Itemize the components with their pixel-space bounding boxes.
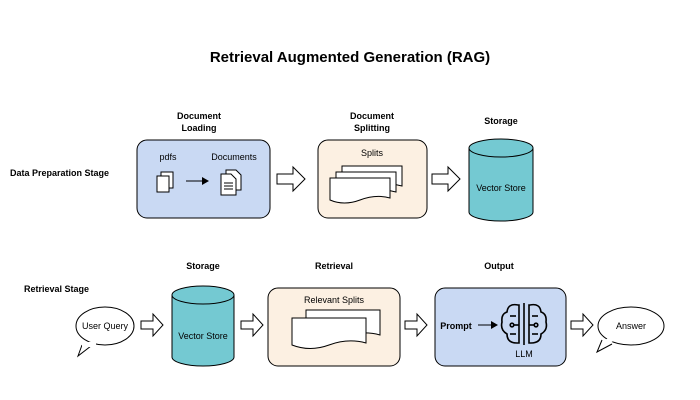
documents-icon [220,169,242,196]
output-box: Prompt LLM [434,287,567,367]
heading-storage-bottom: Storage [186,261,220,271]
heading-doc-splitting-1: Document [350,111,394,121]
document-splitting-box: Splits [317,139,428,219]
relevant-splits-label: Relevant Splits [304,295,365,305]
flow-arrow-output-to-answer [570,312,594,338]
flow-arrow-load-to-split [276,165,306,193]
splits-pages-icon [329,165,403,204]
stage-label-retrieval: Retrieval Stage [24,284,89,294]
diagram-title: Retrieval Augmented Generation (RAG) [210,49,490,66]
flow-arrow-split-to-store [431,165,461,193]
heading-doc-loading-2: Loading [182,123,217,133]
stage-label-prep: Data Preparation Stage [10,168,109,178]
vector-store-cylinder-top: Vector Store [468,138,534,222]
pdf-pages-icon [156,171,174,193]
documents-label: Documents [211,152,257,162]
vector-store-label-top: Vector Store [476,183,526,193]
heading-doc-loading-1: Document [177,111,221,121]
user-query-bubble: User Query [75,306,135,358]
llm-brain-icon [500,303,548,345]
heading-retrieval: Retrieval [315,261,353,271]
flow-arrow-query-to-store [140,312,164,338]
prompt-label: Prompt [440,321,472,331]
document-loading-box: pdfs Documents [136,139,271,219]
flow-arrow-retrieval-to-output [404,312,428,338]
pdfs-label: pdfs [159,152,177,162]
vector-store-label-bottom: Vector Store [178,331,228,341]
answer-bubble: Answer [596,306,665,354]
heading-storage-top: Storage [484,116,518,126]
splits-label: Splits [361,148,384,158]
llm-label: LLM [515,349,533,359]
flow-arrow-store-to-retrieval [240,312,264,338]
relevant-splits-pages-icon [291,309,381,349]
heading-output: Output [484,261,514,271]
heading-doc-splitting-2: Splitting [354,123,390,133]
answer-label: Answer [616,321,646,331]
user-query-label: User Query [82,321,129,331]
relevant-splits-box: Relevant Splits [267,287,401,367]
vector-store-cylinder-bottom: Vector Store [171,285,235,367]
